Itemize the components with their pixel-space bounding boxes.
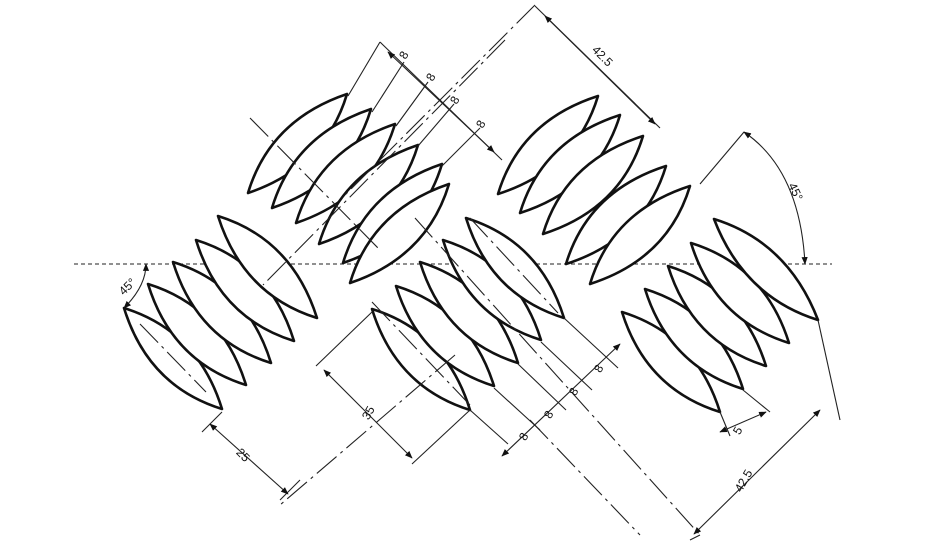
- pitch-label: 8: [566, 385, 582, 398]
- pitch-label: 8: [541, 408, 557, 421]
- upper-pitch-dimension: 8 8 8 8: [347, 41, 503, 167]
- diagonal-center-line: [414, 217, 701, 536]
- width-label: 42.5: [589, 43, 616, 70]
- leaf-group-middle: [370, 216, 566, 412]
- diagonal-center-line: [529, 419, 641, 536]
- left-angle-dimension: 45°: [116, 263, 150, 309]
- leaf: [666, 264, 768, 368]
- leaf: [689, 241, 791, 345]
- leaf: [348, 182, 451, 285]
- leaf-group-axis: [249, 117, 379, 249]
- leaf-group-right: [620, 217, 820, 414]
- leaf: [541, 134, 645, 236]
- leaf-group-axis: [469, 217, 559, 314]
- leaf: [394, 284, 496, 388]
- leaf-group-axis: [139, 323, 207, 393]
- leaf-group-axis: [371, 301, 471, 406]
- pitch-label: 8: [447, 93, 463, 106]
- length-label: 35: [359, 403, 378, 422]
- pitch-label: 8: [473, 117, 489, 130]
- left-spacing-dimension: 25: [201, 411, 301, 501]
- leaf: [588, 184, 692, 286]
- leaf-group-left: [122, 214, 319, 411]
- leaf: [146, 282, 248, 387]
- gap-label: 5: [730, 424, 746, 437]
- upper-right-width-dimension: 42.5: [534, 5, 661, 129]
- angle-label: 45°: [785, 181, 805, 204]
- leaf: [216, 214, 319, 320]
- pitch-label: 8: [423, 70, 439, 83]
- leaf: [643, 287, 745, 391]
- right-gap-dimension: 5: [719, 389, 771, 437]
- middle-length-dimension: 35: [315, 311, 471, 465]
- width-label: 42.5: [732, 467, 756, 495]
- leaf-group-upper-left: [246, 92, 451, 285]
